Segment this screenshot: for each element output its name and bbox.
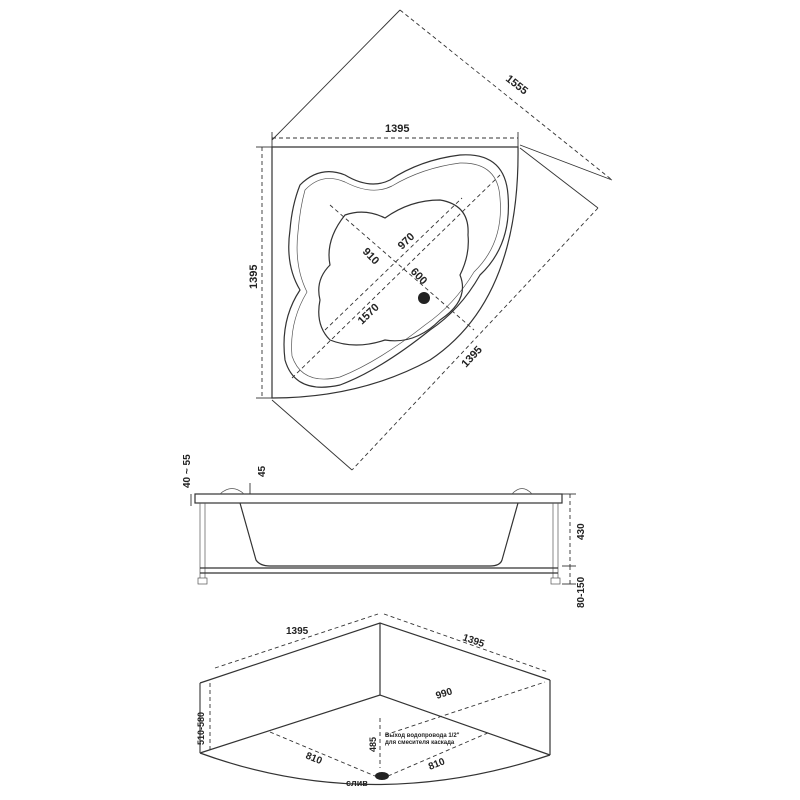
top-view-drain <box>418 292 430 304</box>
iso-view: слив 1395 1395 510-580 990 485 810 810 В… <box>196 614 550 788</box>
side-rim-height-label: 40 ~ 55 <box>182 454 193 488</box>
iso-base-left-label: 810 <box>304 751 324 768</box>
iso-depth-drain-label: 485 <box>368 737 378 752</box>
top-inner-970-label: 970 <box>396 231 418 252</box>
iso-side-left-label: 1395 <box>286 626 309 637</box>
top-view-rim-inner <box>292 163 501 379</box>
iso-water-note-line2: для смесителя каскада <box>385 740 455 746</box>
side-view-rim-bumps <box>220 489 532 495</box>
iso-top-edges <box>200 623 550 683</box>
top-diag-outer-label: 1555 <box>503 73 530 98</box>
iso-base-right-label: 810 <box>427 756 447 773</box>
side-view: 40 ~ 55 45 430 80-150 <box>182 454 587 608</box>
iso-drain <box>375 772 389 780</box>
iso-height-label: 510-580 <box>196 712 206 745</box>
iso-drain-label: слив <box>346 778 368 788</box>
top-inner-long-label: 1570 <box>356 302 382 328</box>
iso-water-note-line1: Выход водопровода 1/2" <box>385 733 460 739</box>
top-left-label: 1395 <box>248 265 260 289</box>
side-rim-45-label: 45 <box>257 465 268 477</box>
side-legs-label: 80-150 <box>576 576 587 608</box>
top-view-bowl <box>319 200 469 345</box>
top-view: 1395 1395 1555 1395 1570 970 910 600 <box>248 10 612 470</box>
top-inner-600-label: 600 <box>408 266 429 288</box>
iso-side-right-label: 1395 <box>461 632 486 650</box>
top-width-label: 1395 <box>385 123 409 135</box>
top-view-outline <box>272 147 518 398</box>
iso-diag-label: 990 <box>435 686 455 702</box>
side-view-rim <box>195 494 562 503</box>
side-view-bowl <box>240 503 518 566</box>
top-inner-910-label: 910 <box>360 246 381 268</box>
top-diag-front-label: 1395 <box>459 344 484 370</box>
side-depth-label: 430 <box>576 523 587 540</box>
iso-front-arc <box>200 753 550 785</box>
